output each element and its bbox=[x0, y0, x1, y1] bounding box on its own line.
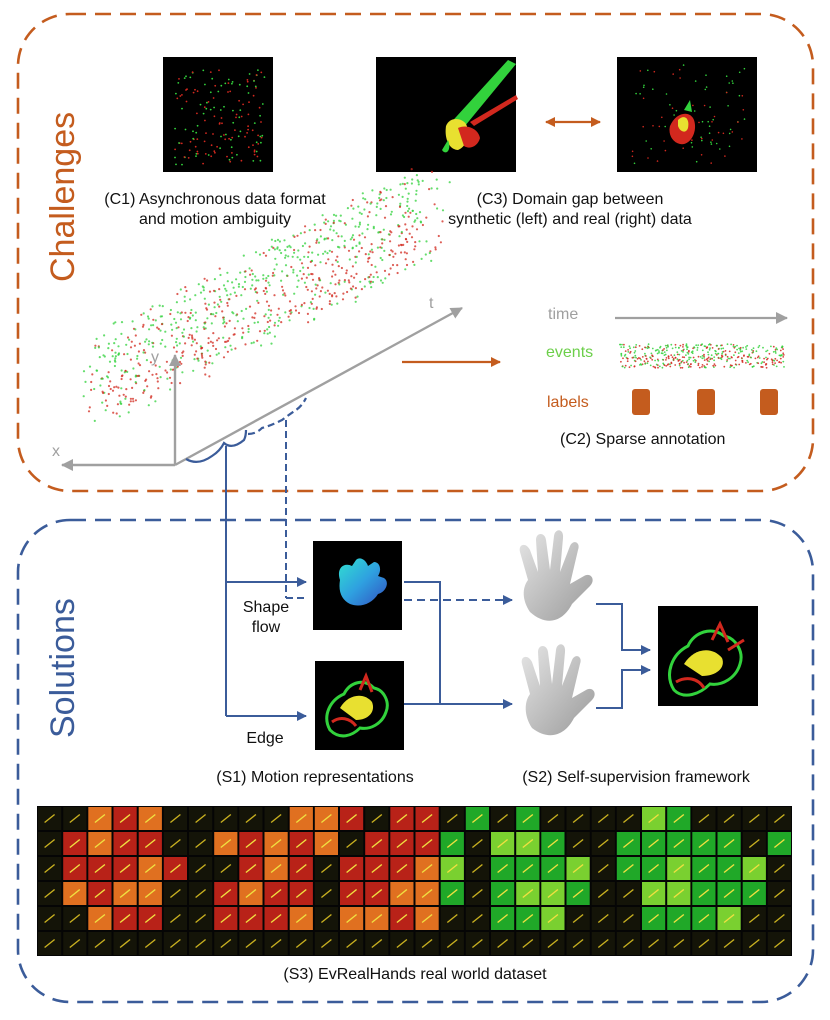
lower-hand-render bbox=[521, 644, 595, 736]
c1-caption: (C1) Asynchronous data format and motion… bbox=[70, 190, 360, 230]
label-block-2 bbox=[697, 389, 715, 415]
upper-hand-to-output-arrow bbox=[596, 603, 651, 655]
time-label: time bbox=[548, 306, 579, 323]
dataset-mosaic bbox=[37, 806, 792, 956]
s1-caption: (S1) Motion representations bbox=[216, 769, 414, 786]
c3-caption: (C3) Domain gap between synthetic (left)… bbox=[400, 190, 740, 230]
axis-label-y: y bbox=[151, 349, 159, 366]
c3-caption-line1: (C3) Domain gap between bbox=[476, 191, 664, 208]
s3-caption: (S3) EvRealHands real world dataset bbox=[283, 966, 547, 983]
edge-image bbox=[315, 661, 404, 750]
event-point-cloud bbox=[82, 168, 451, 422]
events-label: events bbox=[546, 344, 594, 361]
t-axis bbox=[174, 306, 463, 467]
c3-real-image bbox=[617, 57, 757, 172]
label-block-3 bbox=[760, 389, 778, 415]
shape-flow-label: Shape flow bbox=[236, 598, 296, 638]
axis-label-x: x bbox=[52, 443, 60, 460]
s2-caption: (S2) Self-supervision framework bbox=[522, 769, 750, 786]
challenges-frame bbox=[16, 12, 815, 493]
lower-hand-to-output-arrow bbox=[596, 665, 651, 709]
c2-caption: (C2) Sparse annotation bbox=[560, 431, 726, 448]
edge-label: Edge bbox=[246, 730, 284, 747]
label-block-1 bbox=[632, 389, 650, 415]
axis-label-t: t bbox=[429, 295, 434, 312]
shape-flow-line2: flow bbox=[251, 619, 281, 636]
c1-caption-line1: (C1) Asynchronous data format bbox=[104, 191, 326, 208]
solutions-frame bbox=[16, 518, 815, 1004]
output-comparison-image bbox=[658, 606, 758, 706]
upper-hand-render bbox=[519, 530, 593, 621]
edge-brace bbox=[185, 429, 248, 463]
labels-label: labels bbox=[547, 394, 589, 411]
c3-synthetic-image bbox=[376, 57, 518, 172]
flow-to-merge bbox=[404, 581, 441, 704]
shape-flow-line1: Shape bbox=[242, 599, 290, 616]
solutions-title: Solutions bbox=[44, 598, 82, 738]
events-strip bbox=[618, 342, 785, 370]
flow-brace bbox=[247, 397, 307, 436]
c3-caption-line2: synthetic (left) and real (right) data bbox=[448, 211, 692, 228]
c1-event-image bbox=[163, 57, 273, 172]
c1-caption-line2: and motion ambiguity bbox=[138, 211, 292, 228]
shape-flow-image bbox=[313, 541, 402, 630]
